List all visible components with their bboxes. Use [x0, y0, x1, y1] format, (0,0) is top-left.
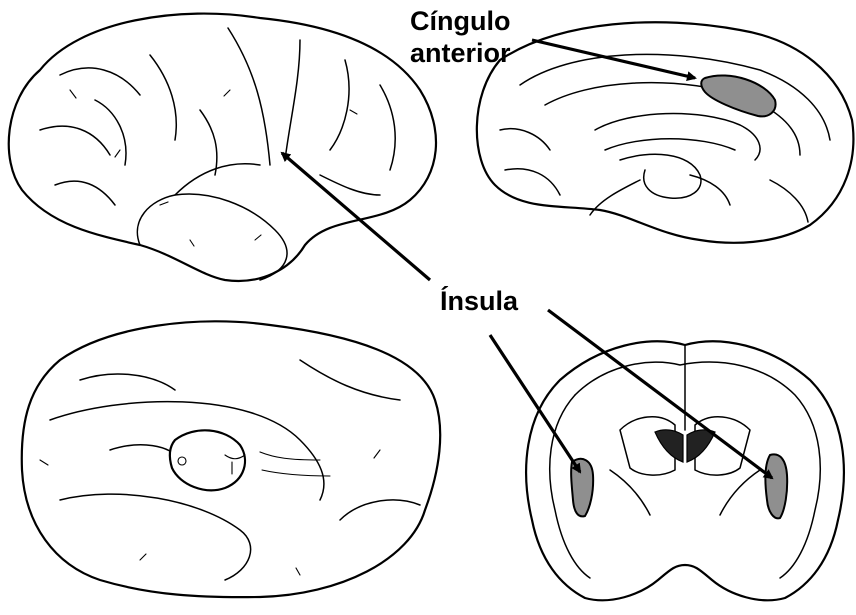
- medial-brain-view: [477, 22, 854, 243]
- anterior-cingulate-label-line2: anterior: [410, 38, 511, 69]
- insula-label: Ínsula: [440, 286, 518, 317]
- lateral-brain-view: [9, 14, 436, 281]
- inferior-brain-view: [22, 321, 440, 597]
- coronal-brain-section: [526, 341, 844, 600]
- anterior-cingulate-label-line1: Cíngulo: [410, 6, 510, 37]
